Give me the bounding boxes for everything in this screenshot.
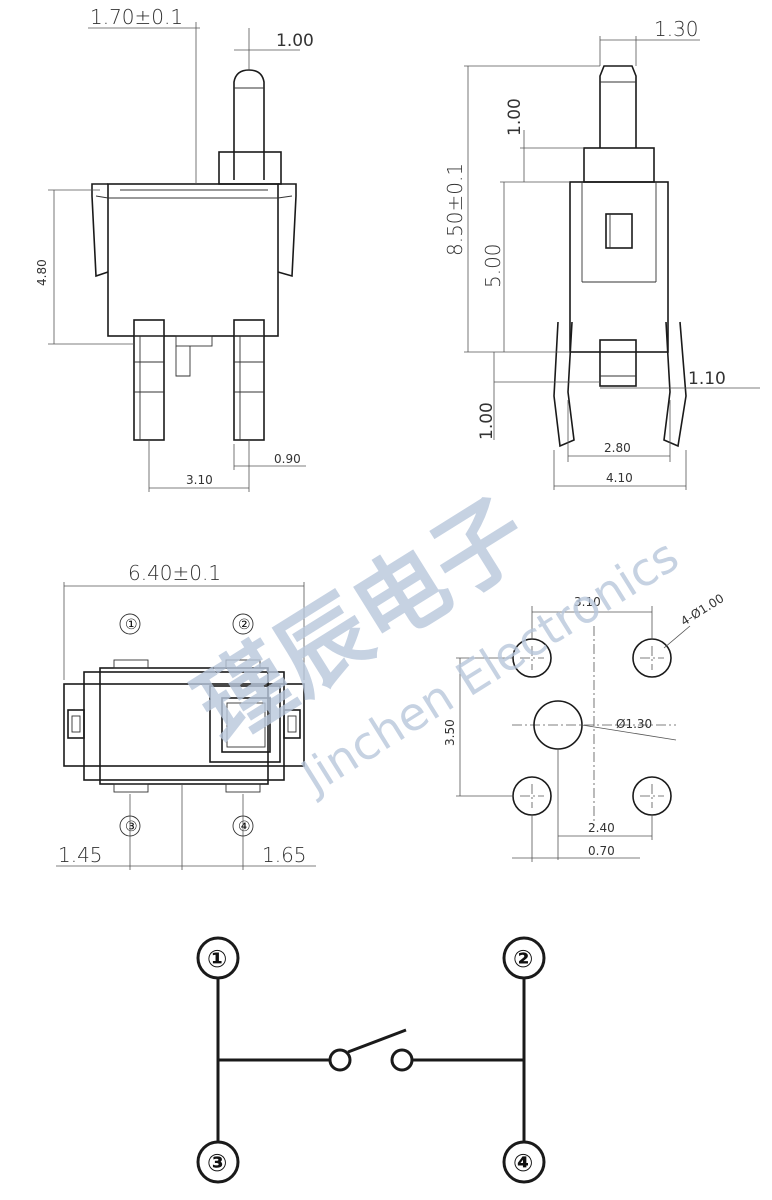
top-pin-4: ④ [238,819,251,835]
side-dim-actuator: 1.30 [654,17,699,41]
footprint-hole-2 [632,638,672,678]
schematic-pin-4: ④ [513,1149,533,1177]
top-dim-left: 1.45 [58,843,103,867]
schematic: ① ② ③ ④ [196,936,546,1184]
top-dim-right: 1.65 [262,843,307,867]
footprint-dim-pitch-x: 3.10 [574,595,601,609]
top-pin-1: ① [125,617,138,633]
schematic-pin-1: ① [207,945,227,973]
top-dim-width: 6.40±0.1 [128,561,221,585]
top-pin-2: ② [238,617,251,633]
side-dim-outer: 4.10 [606,471,633,485]
footprint-dim-offset-b: 0.70 [588,844,615,858]
top-view: ① ② ③ ④ 6.40±0.1 1.45 1.65 [56,561,316,870]
side-dim-stroke: 1.00 [505,98,525,136]
schematic-pin-3: ③ [207,1149,227,1177]
front-view: 1.70±0.1 1.00 4.80 3.10 0.90 [35,5,314,492]
switch-contact-right [390,1048,414,1072]
front-dim-height: 4.80 [35,259,49,286]
side-dim-total: 8.50±0.1 [443,163,467,256]
top-pin-3: ③ [125,819,138,835]
side-dim-body: 5.00 [481,243,505,288]
front-dim-actuator: 1.00 [276,31,314,51]
footprint-dim-center-hole: Ø1.30 [616,717,652,731]
schematic-pin-2: ② [513,945,533,973]
front-dim-lead: 0.90 [274,452,301,466]
front-dim-pitch: 3.10 [186,473,213,487]
pcb-footprint: 3.10 4-Ø1.00 3.50 Ø1.30 2.40 0.70 [443,591,726,862]
front-dim-width: 1.70±0.1 [90,5,183,29]
front-lead-right [233,319,265,441]
footprint-hole-4 [632,776,672,816]
footprint-hole-3 [512,776,552,816]
side-dim-lead-offset: 1.10 [688,369,726,389]
switch-lever [347,1028,407,1054]
footprint-dim-offset-a: 2.40 [588,821,615,835]
footprint-dim-pitch-y: 3.50 [443,719,457,746]
side-dim-lead-len: 1.00 [477,402,497,440]
front-lead-left [133,319,165,441]
switch-contact-left [328,1048,352,1072]
side-dim-inner: 2.80 [604,441,631,455]
footprint-dim-hole: 4-Ø1.00 [678,591,726,628]
side-view: 1.30 8.50±0.1 1.00 5.00 1.00 1.10 2.80 4… [443,17,760,490]
